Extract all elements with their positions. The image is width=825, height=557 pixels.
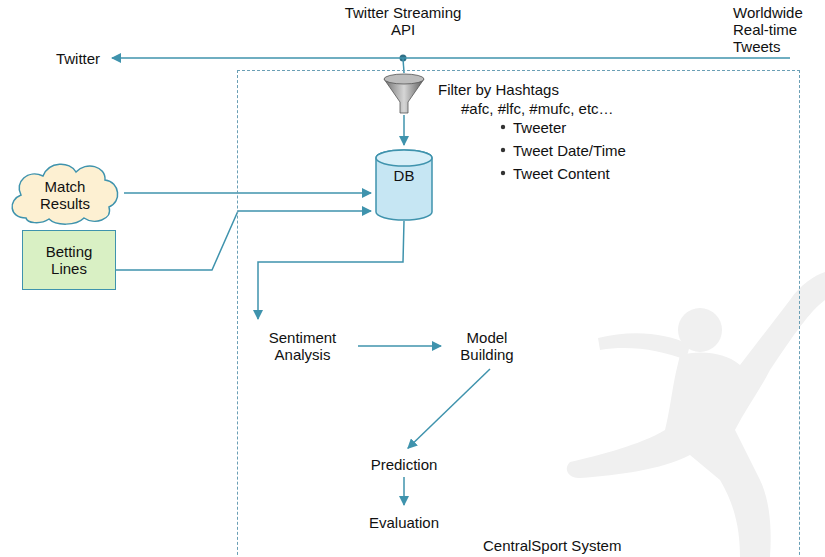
node-text: Betting Lines xyxy=(27,243,111,277)
node-text: #afc, #lfc, #mufc, etc… xyxy=(461,100,614,117)
node-text: Tweet Date/Time xyxy=(513,142,626,159)
node-text: Sentiment Analysis xyxy=(247,329,358,363)
node-text: Tweeter xyxy=(513,119,566,136)
results-cloud: Match Results xyxy=(6,158,124,226)
node-text: CentralSport System xyxy=(483,537,621,554)
node-text: Filter by Hashtags xyxy=(438,81,559,98)
node-text: Prediction xyxy=(371,456,438,473)
flow-arrow xyxy=(258,221,404,319)
system-boundary: CentralSport SystemFilter by Hashtags#af… xyxy=(237,70,800,557)
flow-arrow xyxy=(403,115,405,145)
flow-arrow xyxy=(408,369,490,448)
process-step: Sentiment Analysis xyxy=(247,323,358,369)
process-step: Model Building xyxy=(445,323,529,369)
funnel-icon xyxy=(382,73,426,115)
node-text: DB xyxy=(394,167,415,184)
betting-box: Betting Lines xyxy=(22,230,116,290)
flow-arrow xyxy=(403,477,405,505)
cylinder-outline xyxy=(375,149,433,221)
bullet-dots xyxy=(501,125,505,175)
node-text: Twitter xyxy=(56,50,100,67)
node-text: Model Building xyxy=(445,329,529,363)
node-text: Match Results xyxy=(18,178,112,212)
flow-arrow xyxy=(124,192,371,194)
node-text: Tweet Content xyxy=(513,165,610,182)
node-text: Worldwide Real-time Tweets xyxy=(733,4,823,55)
filter-funnel: Filter by Hashtags#afc, #lfc, #mufc, etc… xyxy=(382,73,426,115)
flow-arrow xyxy=(358,345,441,347)
process-step: Evaluation xyxy=(356,509,452,535)
twitter-label: Twitter xyxy=(48,49,108,67)
flow-arrow xyxy=(112,57,790,59)
process-step: Prediction xyxy=(356,451,452,477)
node-text: Twitter Streaming API xyxy=(341,4,465,38)
source-label: Worldwide Real-time Tweets xyxy=(733,4,823,58)
api-label: Twitter Streaming API xyxy=(341,4,465,58)
node-text: Evaluation xyxy=(369,514,439,531)
database-cylinder: DB xyxy=(375,149,433,221)
flow-arrow xyxy=(116,211,371,270)
